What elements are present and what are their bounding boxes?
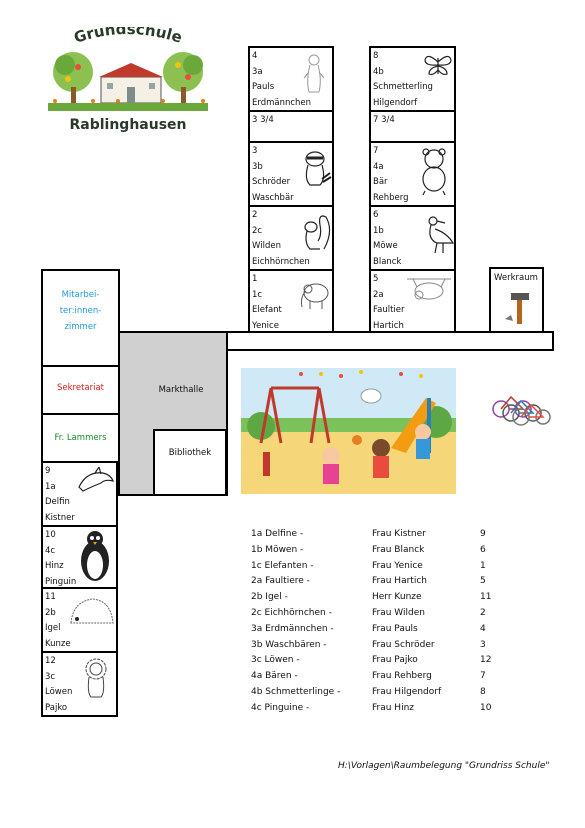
room-sekretariat: Sekretariat: [41, 365, 120, 415]
legend-row: 2b Igel - Herr Kunze 11: [251, 590, 511, 606]
legend-class: 1b Möwen -: [251, 544, 304, 555]
legend-row: 3b Waschbären - Frau Schröder 3: [251, 638, 511, 654]
hedgehog-icon: [70, 598, 114, 624]
footer-path: H:\Vorlagen\Raumbelegung "Grundriss Schu…: [338, 761, 550, 771]
legend-teacher: Frau Hilgendorf: [372, 686, 442, 697]
legend-class: 3c Löwen -: [251, 655, 300, 666]
legend-class: 2a Faultiere -: [251, 576, 310, 587]
legend-row: 1c Elefanten - Frau Yenice 1: [251, 559, 511, 575]
school-logo: Grundschule Rablinghausen: [43, 20, 213, 135]
legend-row: 4b Schmetterlinge - Frau Hilgendorf 8: [251, 685, 511, 701]
legend-room: 6: [480, 544, 486, 555]
playground-image: [241, 368, 456, 494]
legend-class: 4b Schmetterlinge -: [251, 686, 341, 697]
werkraum-label: Werkraum: [494, 273, 538, 283]
legend-room: 3: [480, 639, 486, 650]
room-bibliothek: Bibliothek: [153, 429, 227, 496]
legend-room: 1: [480, 560, 486, 571]
legend-class: 3a Erdmännchen -: [251, 623, 334, 634]
legend-row: 4a Bären - Frau Rehberg 7: [251, 669, 511, 685]
markthalle-label: Markthalle: [158, 385, 204, 395]
dolphin-icon: [78, 467, 114, 492]
legend-teacher: Frau Hartich: [372, 576, 427, 587]
legend-room: 4: [480, 623, 486, 634]
legend-teacher: Frau Kistner: [372, 529, 426, 539]
legend-class: 1c Elefanten -: [251, 560, 314, 571]
lion-icon: [85, 658, 107, 698]
office-label: Fr. Lammers: [54, 433, 107, 443]
svg-text:Grundschule: Grundschule: [72, 27, 185, 47]
legend-class: 4c Pinguine -: [251, 702, 310, 713]
legend-room: 9: [480, 529, 486, 539]
class-legend: 1a Delfine - Frau Kistner 9 1b Möwen - Frau …: [251, 527, 511, 717]
staff-room-label-1: Mitarbei-: [61, 290, 100, 300]
legend-room: 2: [480, 607, 486, 618]
legend-row: 1a Delfine - Frau Kistner 9: [251, 527, 511, 543]
room-3-3-4: 3 3/4: [248, 110, 334, 143]
legend-teacher: Frau Hinz: [372, 702, 414, 713]
logo-subtitle: Rablinghausen: [69, 117, 186, 133]
legend-room: 12: [480, 655, 492, 666]
legend-teacher: Frau Rehberg: [372, 671, 432, 682]
room-werkraum: Werkraum: [489, 267, 544, 333]
seagull-icon: [428, 216, 455, 254]
sekretariat-label: Sekretariat: [56, 383, 105, 393]
legend-teacher: Frau Schröder: [372, 639, 435, 650]
butterfly-icon: [424, 55, 452, 76]
sloth-icon: [407, 278, 451, 300]
legend-room: 10: [480, 702, 492, 713]
legend-class: 4a Bären -: [251, 671, 298, 682]
hammer-icon: [505, 293, 529, 324]
raccoon-icon: [305, 151, 332, 186]
legend-teacher: Frau Pajko: [372, 655, 418, 666]
bear-icon: [422, 148, 446, 196]
legend-row: 2a Faultiere - Frau Hartich 5: [251, 574, 511, 590]
legend-room: 11: [480, 592, 492, 603]
legend-class: 2b Igel -: [251, 592, 288, 603]
legend-class: 3b Waschbären -: [251, 639, 327, 650]
legend-row: 4c Pinguine - Frau Hinz 10: [251, 701, 511, 717]
legend-teacher: Frau Yenice: [372, 560, 423, 571]
room-staff: Mitarbei- ter:innen- zimmer: [41, 269, 120, 367]
room-office: Fr. Lammers: [41, 413, 120, 463]
room-7-3-4: 7 3/4: [369, 110, 456, 143]
bibliothek-label: Bibliothek: [168, 448, 212, 458]
staff-room-label-2: ter:innen-: [59, 306, 102, 316]
logo-title: Grundschule: [72, 20, 185, 47]
legend-teacher: Frau Wilden: [372, 607, 425, 618]
legend-row: 2c Eichhörnchen - Frau Wilden 2: [251, 606, 511, 622]
legend-row: 3c Löwen - Frau Pajko 12: [251, 653, 511, 669]
elephant-icon: [301, 283, 329, 309]
legend-teacher: Herr Kunze: [372, 592, 422, 603]
legend-teacher: Frau Blanck: [372, 544, 425, 555]
meerkat-icon: [303, 54, 325, 93]
legend-class: 2c Eichhörnchen -: [251, 607, 332, 618]
legend-room: 7: [480, 671, 486, 682]
legend-class: 1a Delfine -: [251, 529, 304, 539]
squirrel-icon: [304, 215, 331, 250]
legend-room: 8: [480, 686, 486, 697]
legend-room: 5: [480, 576, 486, 587]
staff-room-label-3: zimmer: [64, 322, 97, 332]
legend-teacher: Frau Pauls: [372, 623, 418, 634]
legend-row: 3a Erdmännchen - Frau Pauls 4: [251, 622, 511, 638]
penguin-icon: [81, 531, 109, 581]
bicycles-image: [489, 383, 551, 427]
legend-row: 1b Möwen - Frau Blanck 6: [251, 543, 511, 559]
